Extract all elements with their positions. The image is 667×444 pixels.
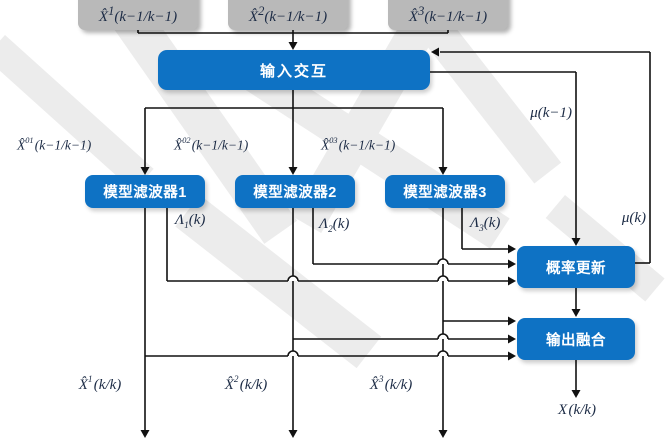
mixed-input-label-1: X̂01 (k−1/k−1) (17, 136, 92, 153)
filter-output-label-1: X̂1 (k/k) (78, 375, 122, 393)
probability-update-box: 概率更新 (517, 246, 635, 288)
prior-state-label-1: X̂1(k−1/k−1) (98, 4, 178, 25)
prior-state-box-2: X̂2(k−1/k−1) (228, 0, 348, 30)
filter-output-label-2: X̂2 (k/k) (224, 375, 268, 393)
connector-lines (137, 26, 651, 431)
prior-state-label-2: X̂2(k−1/k−1) (248, 4, 328, 25)
model-filter-box-2: 模型滤波器2 (235, 175, 355, 208)
prior-state-label-3: X̂3(k−1/k−1) (408, 4, 488, 25)
mixed-input-label-3: X̂03 (k−1/k−1) (321, 136, 396, 153)
likelihood-label-1: Λ1(k) (175, 212, 206, 231)
arrowheads (140, 42, 581, 438)
filter-output-label-3: X̂3 (k/k) (369, 375, 413, 393)
likelihood-label-3: Λ3(k) (470, 215, 501, 234)
input-interaction-label: 输入交互 (259, 62, 328, 80)
model-filter-label-2: 模型滤波器2 (253, 185, 337, 201)
fused-output-label: X (k/k) (558, 402, 596, 418)
output-fusion-box: 输出融合 (517, 318, 635, 360)
mu-prev-label: μ(k−1) (530, 105, 572, 121)
likelihood-label-2: Λ2(k) (319, 216, 350, 235)
model-filter-box-1: 模型滤波器1 (85, 175, 205, 208)
input-interaction-box: 输入交互 (158, 50, 430, 90)
probability-update-label: 概率更新 (546, 260, 606, 277)
model-filter-label-3: 模型滤波器3 (403, 185, 487, 201)
mixed-input-label-2: X̂02 (k−1/k−1) (174, 136, 249, 153)
prior-state-box-1: X̂1(k−1/k−1) (78, 0, 198, 30)
output-fusion-label: 输出融合 (546, 332, 606, 349)
prior-state-box-3: X̂3(k−1/k−1) (388, 0, 508, 30)
mu-current-label: μ(k) (621, 210, 646, 226)
model-filter-box-3: 模型滤波器3 (385, 175, 505, 208)
model-filter-label-1: 模型滤波器1 (103, 185, 187, 201)
